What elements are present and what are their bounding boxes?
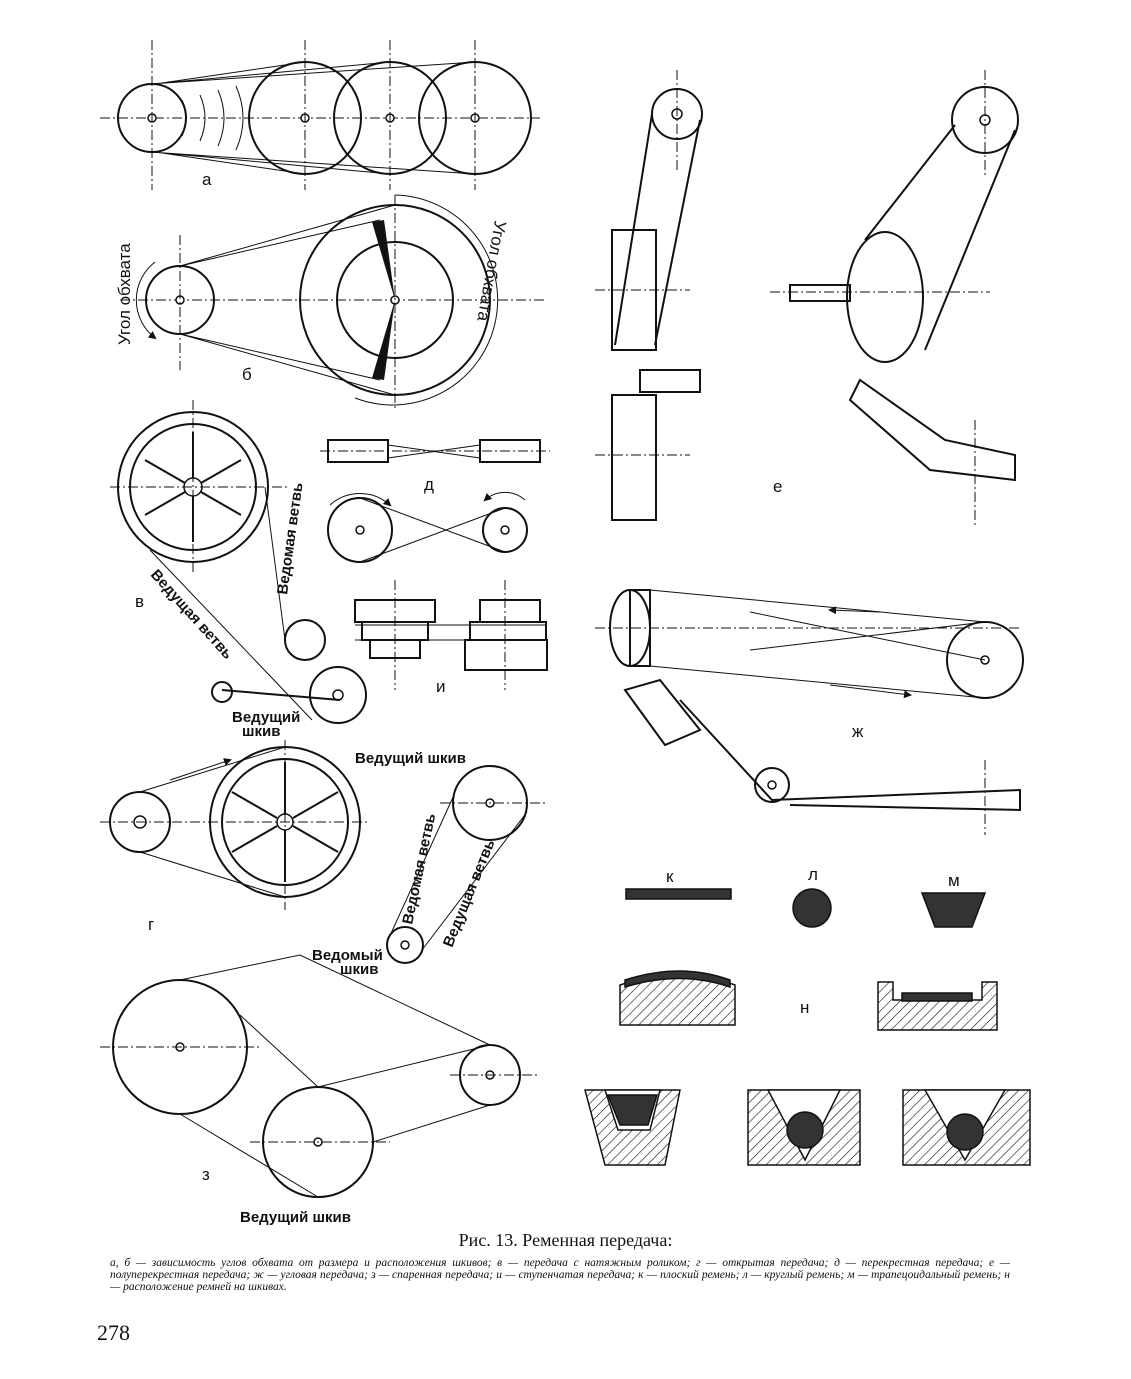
diagram-z: з Ведущий шкив xyxy=(100,954,540,1226)
diagram-g: г xyxy=(100,740,370,934)
label-l: л xyxy=(808,865,818,884)
wrap-angle-right: Угол обхвата xyxy=(473,219,509,323)
label-g: г xyxy=(148,915,154,934)
label-i: и xyxy=(436,677,446,696)
diagram-zh: ж xyxy=(595,589,1024,835)
driving-pulley-v-1: Ведущий xyxy=(232,709,300,726)
belt-types: к л м xyxy=(625,865,987,928)
wrap-angle-left: Угол обхвата xyxy=(115,243,134,345)
driven-branch-v: Ведомая ветвь xyxy=(274,482,307,596)
label-m: м xyxy=(948,871,960,890)
page-number: 278 xyxy=(97,1320,130,1345)
driving-branch-right: Ведущая ветвь xyxy=(440,837,499,949)
driven-pulley-1: Ведомый xyxy=(312,947,383,964)
figure-caption-body: а, б — зависимость углов обхвата от разм… xyxy=(110,1257,1010,1293)
label-zh: ж xyxy=(852,722,864,741)
label-z: з xyxy=(202,1165,210,1184)
label-d: д xyxy=(424,475,434,494)
label-b: б xyxy=(242,365,252,384)
label-e: е xyxy=(773,477,782,496)
label-k: к xyxy=(666,867,674,886)
driving-branch-v: Ведущая ветвь xyxy=(147,566,236,662)
diagram-b: Угол обхвата Угол обхвата б xyxy=(115,194,545,410)
label-a: а xyxy=(202,170,212,189)
diagram-e: е xyxy=(770,70,1019,525)
driving-pulley-top: Ведущий шкив xyxy=(355,750,466,767)
diagram-a: а xyxy=(100,40,540,190)
diagram-i: и xyxy=(354,580,548,696)
belts-on-pulleys: н xyxy=(584,970,1031,1166)
label-n: н xyxy=(800,998,809,1017)
label-v: в xyxy=(135,592,144,611)
driving-pulley-v-2: шкив xyxy=(242,723,280,740)
diagram-d: д xyxy=(320,439,550,563)
diagram-tension-top xyxy=(595,70,703,521)
driven-branch-right: Ведомая ветвь xyxy=(399,812,439,926)
driven-pulley-2: шкив xyxy=(340,961,378,978)
figure-caption-title: Рис. 13. Ременная передача: xyxy=(458,1230,673,1250)
driving-pulley-z: Ведущий шкив xyxy=(240,1209,351,1226)
